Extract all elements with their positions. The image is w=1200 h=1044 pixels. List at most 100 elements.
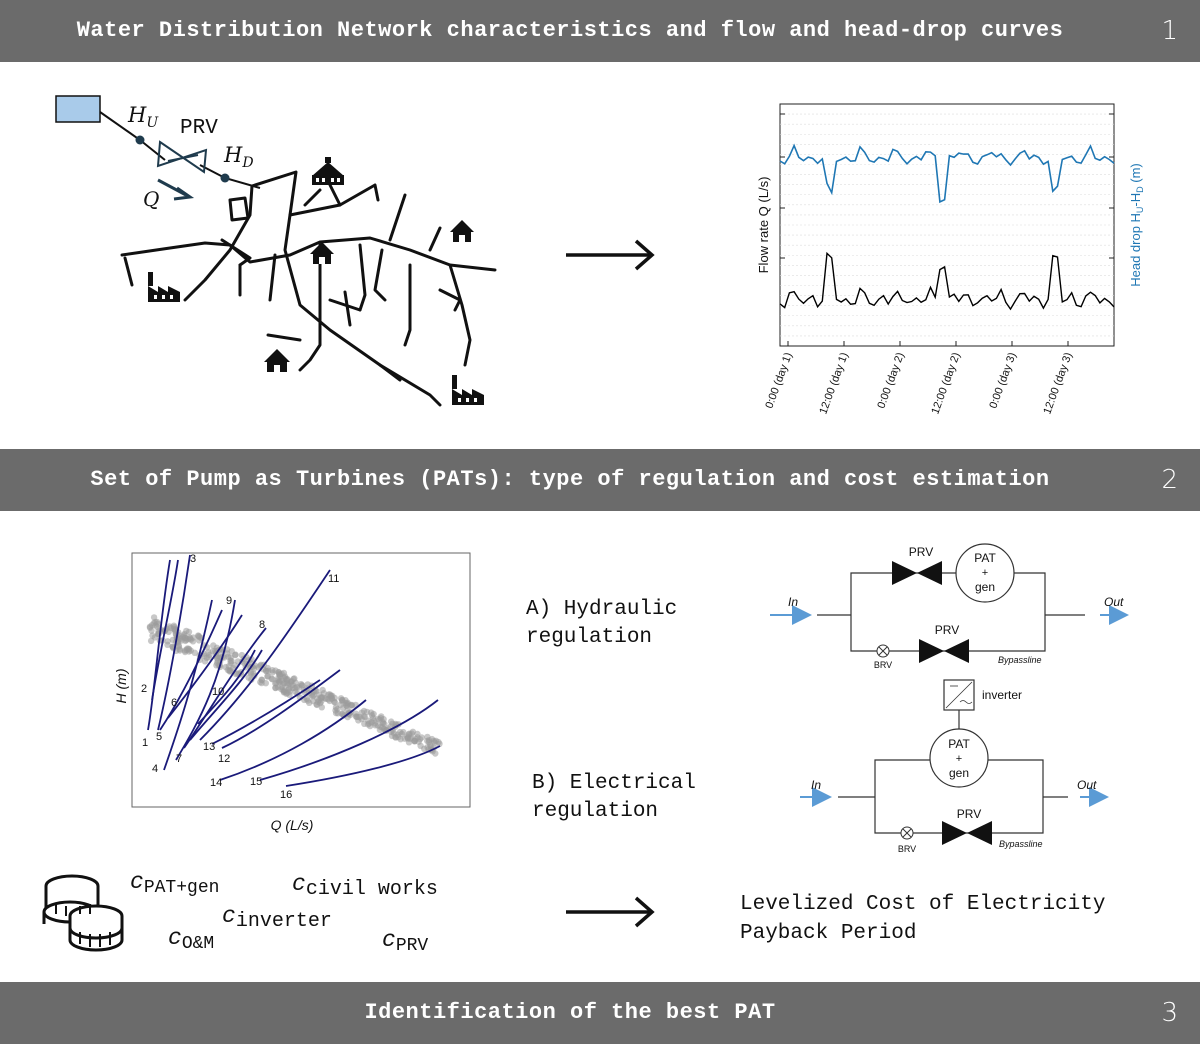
hydraulic-regulation-label-1: A) Hydraulic <box>526 598 677 621</box>
operating-point <box>148 627 155 634</box>
operating-point <box>222 663 229 671</box>
pat-characteristic-curves <box>147 554 441 787</box>
section-2-header: Set of Pump as Turbines (PATs): type of … <box>0 449 1200 511</box>
brv-valve-icon <box>876 644 890 658</box>
pat-curve-label: 1 <box>142 737 148 749</box>
chart-x-tick-label: 0:00 (day 3) <box>987 351 1018 410</box>
chart-x-tick-label: 12:00 (day 1) <box>817 351 850 416</box>
pat-curve <box>159 609 223 731</box>
operating-point <box>360 707 368 715</box>
chart-x-tick-label: 12:00 (day 3) <box>1041 351 1074 416</box>
hu-node <box>135 135 145 145</box>
pat-curve-label: 3 <box>190 553 196 565</box>
operating-point <box>280 674 288 681</box>
cost-arrow <box>566 896 655 928</box>
cost-civil-works: ccivil works <box>292 871 438 901</box>
pat-curve <box>163 599 213 771</box>
pat-curve-label: 2 <box>141 683 147 695</box>
cost-pat-gen: cPAT+gen <box>130 869 219 898</box>
chart-left-axis-label: Flow rate Q (L/s) <box>756 177 771 274</box>
chart-x-ticks: 0:00 (day 1) 12:00 (day 1) 0:00 (day 2) 12:… <box>763 341 1075 416</box>
operating-point <box>263 667 270 674</box>
operating-point <box>228 648 235 655</box>
circuit-b-bypass-label: Bypassline <box>999 839 1043 849</box>
operating-point <box>150 614 158 621</box>
circuit-b-brv-label: BRV <box>898 844 916 854</box>
circuit-a-prv-top-label: PRV <box>909 545 933 559</box>
circuit-a-brv-label: BRV <box>874 660 892 670</box>
electrical-regulation-label-1: B) Electrical <box>532 772 696 795</box>
prv-valve-icon <box>919 639 969 663</box>
section-3-title: Identification of the best PAT <box>364 1000 776 1025</box>
chart-x-tick-label: 12:00 (day 2) <box>929 351 962 416</box>
pat-curve-label: 9 <box>226 595 232 607</box>
operating-point <box>435 738 442 746</box>
hu-label: HU <box>127 103 159 131</box>
operating-point <box>227 657 234 664</box>
hydraulic-regulation-label-2: regulation <box>526 626 652 649</box>
operating-point <box>201 658 209 665</box>
section-3-number: 3 <box>1161 998 1178 1028</box>
circuit-b-pat-label: PAT <box>948 737 970 751</box>
pat-curve <box>167 614 243 719</box>
chart-x-tick-label: 0:00 (day 1) <box>763 351 794 410</box>
factory-icon <box>148 272 180 302</box>
operating-point <box>231 662 238 669</box>
pat-curve-label: 10 <box>212 686 224 698</box>
pat-curve-label: 4 <box>152 763 158 775</box>
prv-label: PRV <box>180 117 218 140</box>
operating-point <box>428 735 436 743</box>
pat-curve <box>147 559 171 731</box>
chart-series <box>779 143 1115 311</box>
operating-point <box>281 688 288 695</box>
chart-grid <box>780 113 1114 337</box>
circuit-hydraulic <box>770 543 1129 663</box>
operating-point <box>187 647 194 654</box>
reservoir-tank <box>55 95 101 123</box>
pat-curve-label: 15 <box>250 776 262 788</box>
pat-curve-label: 16 <box>280 789 292 801</box>
circuit-b-out-label: Out <box>1077 778 1097 792</box>
operating-point <box>404 733 411 740</box>
operating-point <box>348 701 355 709</box>
pat-curve <box>197 649 256 725</box>
coins-icon <box>42 874 124 952</box>
circuit-b-prv-label: PRV <box>957 807 981 821</box>
operating-point <box>166 623 173 630</box>
prv-valve-icon <box>942 821 992 845</box>
pat-curve <box>219 699 367 781</box>
q-label: Q <box>143 187 159 211</box>
pat-curve-label: 13 <box>203 741 215 753</box>
circuit-b-inverter-label: inverter <box>982 688 1022 702</box>
circuit-a-gen-label: gen <box>975 580 995 594</box>
circuit-a-out-label: Out <box>1104 595 1124 609</box>
factory-icon <box>452 375 484 405</box>
flow-arrow <box>566 239 655 271</box>
operating-point <box>432 750 439 757</box>
section-2-title: Set of Pump as Turbines (PATs): type of … <box>90 467 1050 492</box>
pat-curve <box>211 679 321 745</box>
section-1-number: 1 <box>1161 16 1178 46</box>
pat-curve <box>183 627 267 749</box>
water-network <box>55 95 497 407</box>
outcome-payback: Payback Period <box>740 922 916 945</box>
operating-point <box>414 734 421 741</box>
pat-curve-label: 7 <box>176 753 182 765</box>
house-icon <box>264 349 290 372</box>
chart-x-tick-label: 0:00 (day 2) <box>875 351 906 410</box>
operating-point <box>388 718 395 725</box>
operating-point <box>361 720 368 727</box>
flow-head-chart: 0:00 (day 1) 12:00 (day 1) 0:00 (day 2) 12:… <box>756 103 1145 416</box>
operating-point <box>164 641 171 648</box>
school-icon <box>312 157 344 185</box>
cost-inverter: cinverter <box>222 903 332 933</box>
pat-curve <box>175 599 236 761</box>
operating-point <box>371 720 379 727</box>
electrical-regulation-label-2: regulation <box>532 800 658 823</box>
operating-point <box>187 635 194 642</box>
circuit-b-plus-label: + <box>956 753 962 765</box>
section-2-number: 2 <box>1161 465 1178 495</box>
